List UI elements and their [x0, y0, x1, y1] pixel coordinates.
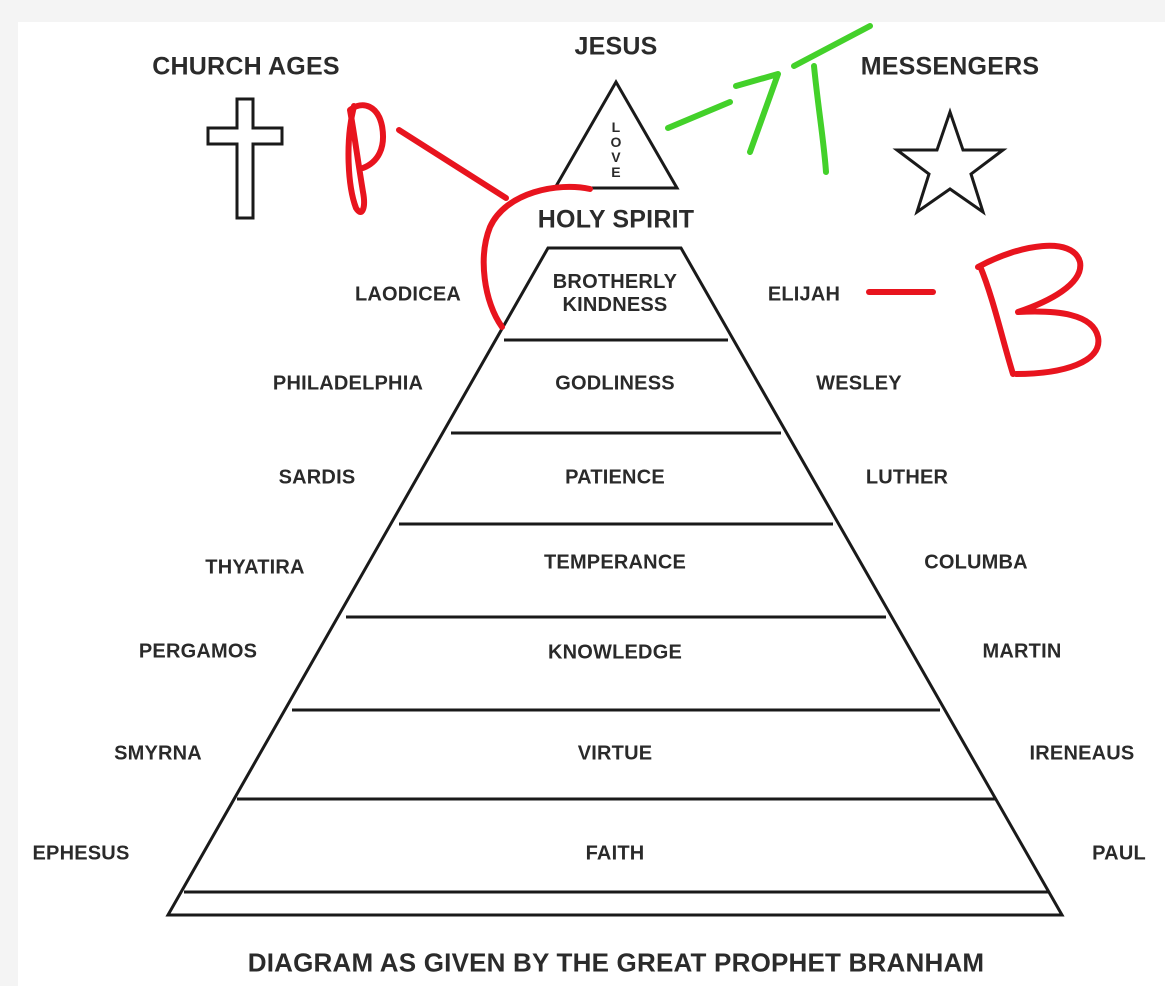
- diagram-card: CHURCH AGES JESUS MESSENGERS LOVE HOLY S…: [18, 22, 1165, 986]
- church-age-label: THYATIRA: [205, 556, 305, 579]
- star-icon: [892, 107, 1008, 216]
- pyramid-diagram: [165, 23, 1102, 917]
- virtue-label: BROTHERLY KINDNESS: [552, 271, 678, 316]
- virtue-label: PATIENCE: [565, 466, 665, 489]
- green-dash: [665, 99, 733, 131]
- green-seven: [733, 71, 781, 155]
- messenger-label: ELIJAH: [767, 283, 841, 306]
- messengers-heading: MESSENGERS: [860, 52, 1040, 81]
- virtue-label: VIRTUE: [577, 742, 653, 765]
- virtue-label: GODLINESS: [555, 372, 675, 395]
- church-age-label: EPHESUS: [32, 842, 130, 865]
- church-age-label: PERGAMOS: [138, 640, 258, 663]
- church-age-label: SMYRNA: [114, 742, 202, 765]
- church-age-label: PHILADELPHIA: [272, 372, 424, 395]
- red-arc: [480, 183, 593, 330]
- virtue-label: FAITH: [585, 842, 645, 865]
- red-letter-b: [975, 242, 1102, 377]
- cross-icon: [206, 97, 284, 220]
- handwritten-annotations: [345, 23, 1102, 377]
- church-ages-heading: CHURCH AGES: [152, 52, 340, 81]
- pyramid-outline: [165, 246, 1065, 917]
- virtue-label: KNOWLEDGE: [547, 641, 683, 664]
- church-age-label: LAODICEA: [354, 283, 462, 306]
- messenger-label: IRENEAUS: [1029, 742, 1135, 765]
- diagram-caption: DIAGRAM AS GIVEN BY THE GREAT PROPHET BR…: [247, 947, 985, 978]
- messenger-label: MARTIN: [982, 640, 1062, 663]
- apex-triangle: [552, 78, 680, 190]
- love-label: LOVE: [610, 119, 622, 180]
- messenger-label: PAUL: [1092, 842, 1146, 865]
- messenger-label: WESLEY: [816, 372, 902, 395]
- virtue-label: TEMPERANCE: [543, 551, 687, 574]
- tier-dividers: [184, 338, 1049, 894]
- church-age-label: SARDIS: [278, 466, 356, 489]
- green-t: [791, 23, 873, 175]
- red-stroke: [396, 127, 509, 201]
- holy-spirit-label: HOLY SPIRIT: [537, 205, 695, 234]
- jesus-heading: JESUS: [574, 32, 658, 61]
- messenger-label: LUTHER: [865, 466, 949, 489]
- red-letter-p: [345, 102, 386, 215]
- messenger-label: COLUMBA: [924, 551, 1028, 574]
